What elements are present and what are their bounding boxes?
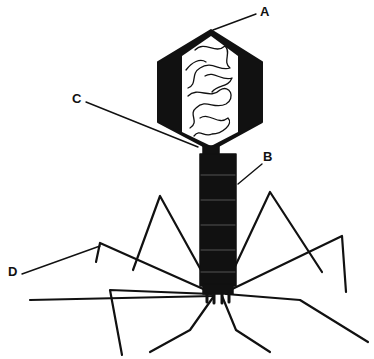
callout-letter: A: [260, 5, 269, 18]
callout-letter: D: [8, 265, 17, 278]
collar: [203, 146, 219, 154]
dna-strand: [186, 46, 232, 136]
callout-letter: C: [72, 92, 81, 105]
tail-fibers: [30, 192, 368, 355]
capsid-head: [158, 30, 262, 150]
callout-letter: B: [263, 150, 272, 163]
leader-lines: [22, 14, 262, 274]
tail-sheath: [200, 154, 236, 286]
tail-pins: [207, 294, 229, 303]
base-plate: [203, 284, 233, 294]
